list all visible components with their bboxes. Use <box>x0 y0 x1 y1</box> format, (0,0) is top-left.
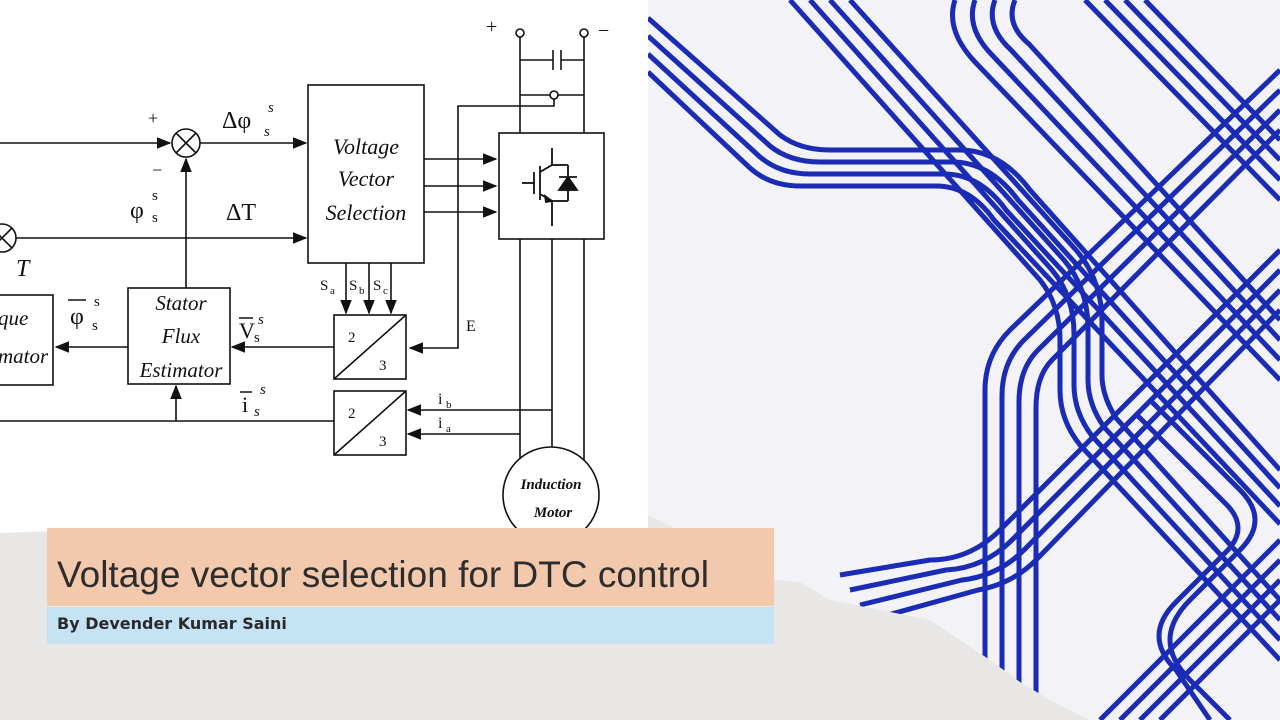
vvs-label-line2: Vector <box>338 166 395 191</box>
current-b-sub: b <box>446 399 452 411</box>
sfe-label-line2: Flux <box>161 324 201 348</box>
line-bundle-f <box>839 248 1280 623</box>
delta-torque-label: ΔT <box>226 200 256 226</box>
line-bundle-e <box>982 68 1280 720</box>
line-bundle-h <box>1134 398 1258 720</box>
current-vec-sup: s <box>260 382 266 398</box>
converter-top-num-3: 3 <box>379 358 387 374</box>
switch-b-label: S <box>349 278 357 294</box>
voltage-vec-label: V <box>239 318 255 343</box>
current-a-label: i <box>438 415 443 432</box>
current-vec-label: i <box>242 392 248 417</box>
line-bundle-c <box>950 0 1280 382</box>
sum-plus-sign: + <box>148 108 158 128</box>
vvs-label-line1: Voltage <box>333 134 399 159</box>
video-title: Voltage vector selection for DTC control <box>57 554 709 595</box>
author-banner: By Devender Kumar Saini <box>47 607 774 644</box>
switch-c-sub: c <box>383 285 388 297</box>
author-name: By Devender Kumar Saini <box>57 614 287 633</box>
sum-minus-sign: − <box>152 160 162 180</box>
te-label-line2: mator <box>0 344 49 368</box>
delta-flux-sub: s <box>264 124 270 140</box>
current-a-sub: a <box>446 423 451 435</box>
flux-est-label: φ <box>70 304 84 330</box>
sfe-label-line1: Stator <box>155 291 207 315</box>
flux-ref-sub: s <box>152 210 158 226</box>
motor-label-line1: Induction <box>520 477 582 493</box>
delta-flux-label: Δφ <box>222 108 251 134</box>
torque-estimator-block <box>0 294 54 386</box>
flux-ref-sup: s <box>152 188 158 204</box>
motor-label-line2: Motor <box>533 505 573 521</box>
vvs-label-line3: Selection <box>326 200 407 225</box>
torque-label: T <box>16 256 31 282</box>
current-b-label: i <box>438 391 443 408</box>
converter-bottom-num-3: 3 <box>379 434 387 450</box>
converter-top-num-2: 2 <box>348 330 356 346</box>
igbt-symbol <box>522 148 579 226</box>
voltage-vec-sup: s <box>258 312 264 328</box>
voltage-vec-sub: s <box>254 330 260 346</box>
switch-a-sub: a <box>330 285 335 297</box>
sfe-label-line3: Estimator <box>139 358 224 382</box>
switch-a-label: S <box>320 278 328 294</box>
flux-est-sup: s <box>94 294 100 310</box>
stator-flux-estimator-block <box>127 287 231 385</box>
flux-est-sub: s <box>92 318 98 334</box>
dtc-block-diagram: + − Δφ s s φ s s ΔT T Voltage Vector Sel… <box>0 0 648 545</box>
delta-flux-sup: s <box>268 100 274 116</box>
dc-minus-label: − <box>598 20 609 42</box>
current-vec-sub: s <box>254 404 260 420</box>
dc-voltage-label: E <box>466 318 476 335</box>
line-bundle-g <box>1098 538 1280 720</box>
voltage-vector-selection-block <box>307 84 425 264</box>
te-label-line1: que <box>0 306 28 330</box>
switch-c-label: S <box>373 278 381 294</box>
switch-b-sub: b <box>359 285 365 297</box>
title-banner: Voltage vector selection for DTC control <box>47 528 774 606</box>
dc-plus-label: + <box>486 16 497 38</box>
converter-bottom-num-2: 2 <box>348 406 356 422</box>
flux-ref-label: φ <box>130 198 144 224</box>
